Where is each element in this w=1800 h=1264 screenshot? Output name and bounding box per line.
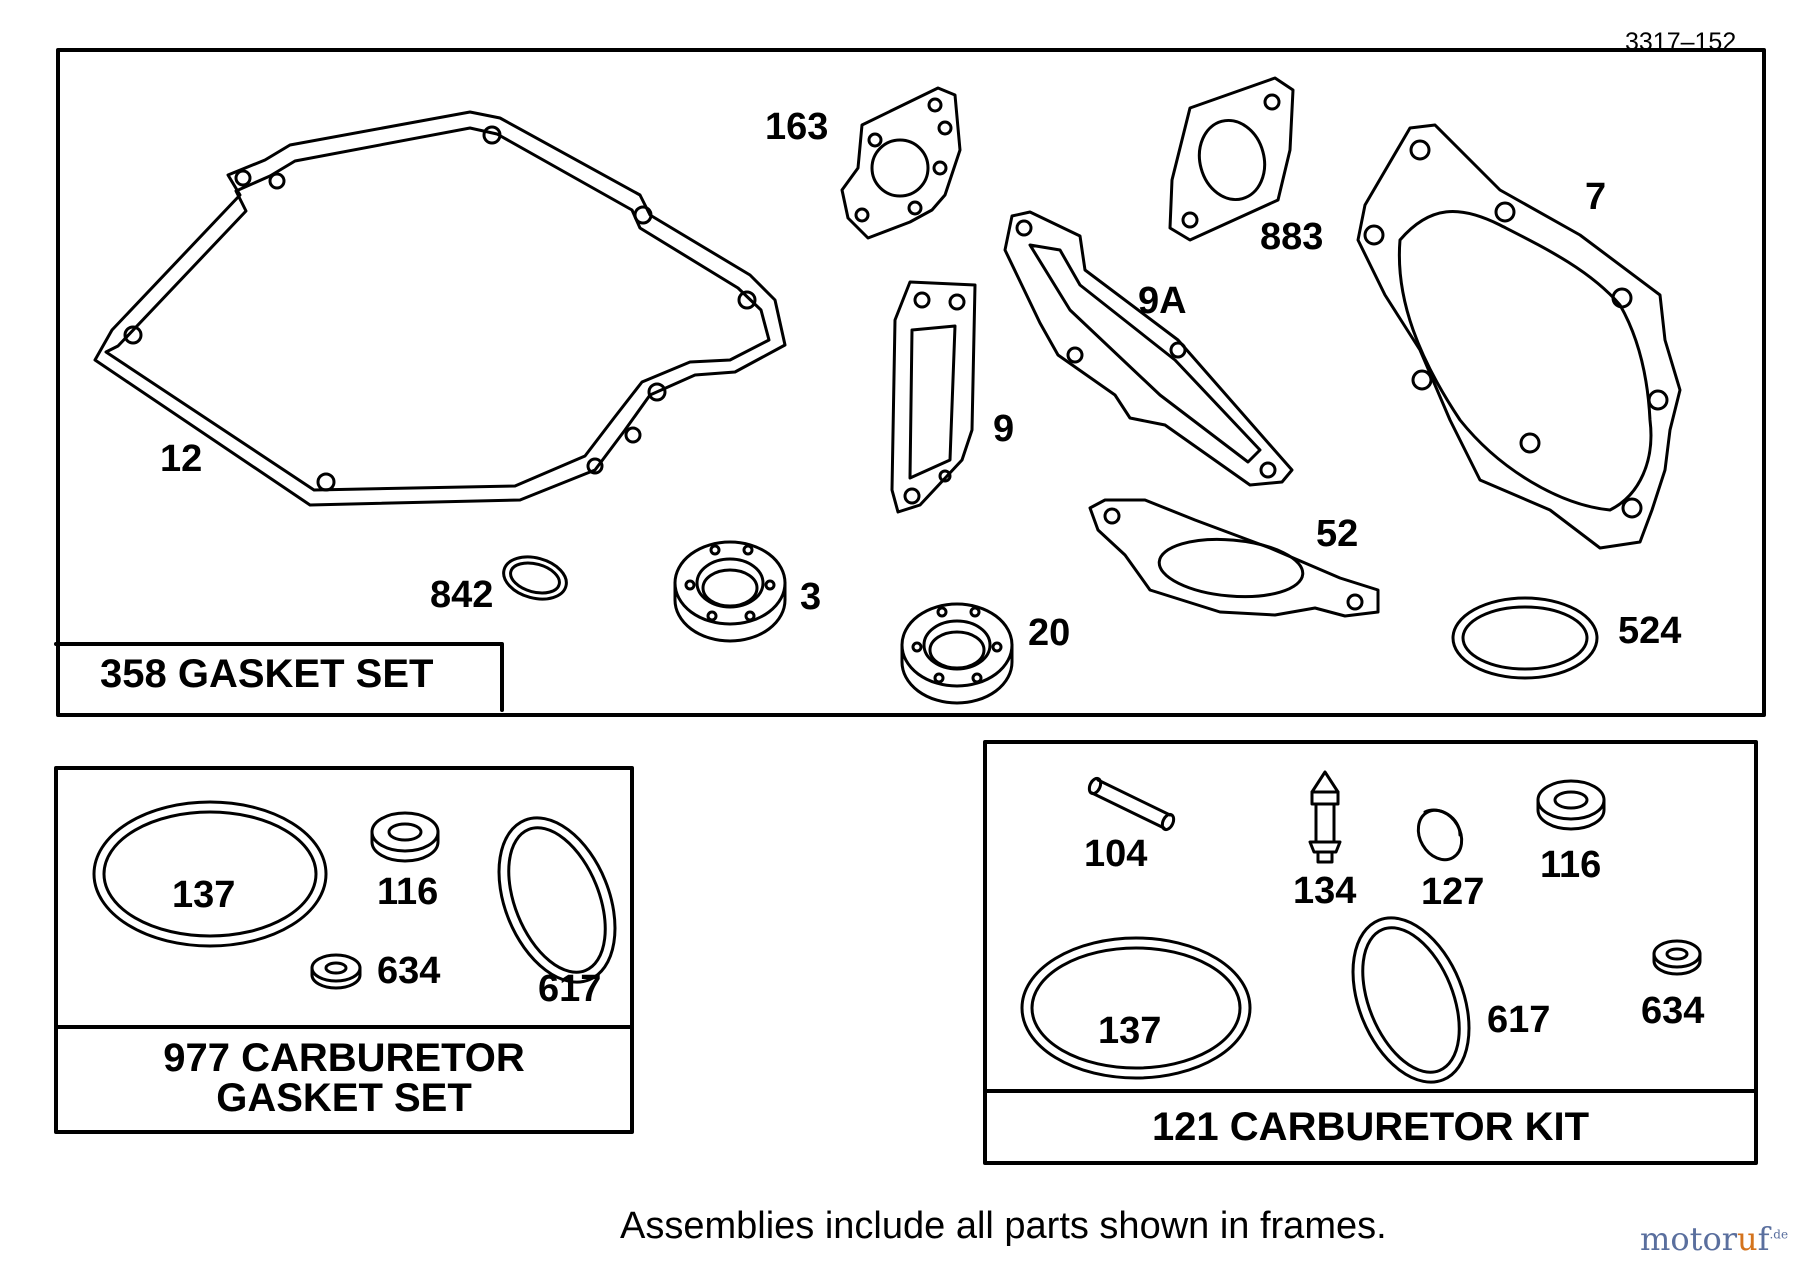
ring-842 — [502, 555, 568, 601]
washer-634-right — [1652, 939, 1702, 976]
callout-104: 104 — [1084, 833, 1148, 875]
callout-524: 524 — [1618, 610, 1682, 652]
gasket-9 — [890, 280, 977, 514]
frame-title-line-2: GASKET SET — [216, 1076, 472, 1120]
frame-carb-kit — [983, 740, 1758, 1165]
callout-163: 163 — [765, 106, 829, 148]
washer-116-left — [370, 811, 440, 863]
gasket-883 — [1168, 76, 1295, 242]
frame-title-carb-gasket-set: 977 CARBURETOR GASKET SET — [56, 1038, 632, 1118]
washer-116-right — [1536, 779, 1606, 831]
head-gasket-7 — [1356, 123, 1682, 550]
frame-title-carb-kit: 121 CARBURETOR KIT — [1151, 1105, 1590, 1149]
callout-137-right: 137 — [1098, 1010, 1162, 1052]
callout-617-right: 617 — [1487, 999, 1551, 1041]
crankcase-gasket-12 — [93, 110, 787, 507]
seal-20 — [900, 602, 1014, 705]
callout-116-right: 116 — [1540, 844, 1602, 886]
callout-842: 842 — [430, 574, 494, 616]
callout-137-left: 137 — [172, 874, 236, 916]
watermark-text-2: f — [1757, 1220, 1770, 1258]
watermark-text-1: motor — [1640, 1220, 1738, 1258]
ring-524 — [1451, 596, 1599, 680]
callout-617-left: 617 — [538, 968, 602, 1010]
footer-note: Assemblies include all parts shown in fr… — [620, 1205, 1387, 1247]
callout-9: 9 — [993, 408, 1015, 450]
diagram-id: 3317–152 — [1625, 28, 1737, 56]
callout-134: 134 — [1293, 870, 1357, 912]
callout-116-left: 116 — [377, 871, 439, 913]
callout-883: 883 — [1260, 216, 1324, 258]
callout-127: 127 — [1421, 871, 1485, 913]
gasket-163 — [840, 86, 962, 240]
callout-3: 3 — [800, 576, 822, 618]
ring-137-right — [1020, 936, 1252, 1080]
callout-20: 20 — [1028, 612, 1071, 654]
ring-617-left — [497, 816, 617, 984]
ring-617-right — [1351, 916, 1471, 1084]
frame-carb-gasket-set — [54, 766, 634, 1134]
pin-104 — [1087, 776, 1176, 832]
callout-52: 52 — [1316, 513, 1359, 555]
gasket-9a — [1003, 210, 1294, 487]
watermark-logo: motoruf.de — [1640, 1220, 1788, 1258]
plug-127 — [1416, 808, 1464, 862]
ring-137-left — [92, 800, 328, 948]
callout-634-left: 634 — [377, 950, 441, 992]
callout-9a: 9A — [1138, 280, 1187, 322]
frame-title-gasket-set: 358 GASKET SET — [100, 652, 434, 696]
gasket-52 — [1088, 498, 1380, 618]
seal-3 — [673, 540, 787, 643]
callout-634-right: 634 — [1641, 990, 1705, 1032]
watermark-suffix: .de — [1769, 1227, 1789, 1242]
frame-title-line-1: 977 CARBURETOR — [163, 1036, 525, 1080]
washer-634-left — [310, 953, 362, 990]
watermark-accent: u — [1737, 1220, 1758, 1258]
frame-gasket-set — [54, 48, 1766, 717]
needle-134 — [1308, 770, 1342, 864]
callout-7: 7 — [1585, 176, 1607, 218]
callout-12: 12 — [160, 438, 203, 480]
